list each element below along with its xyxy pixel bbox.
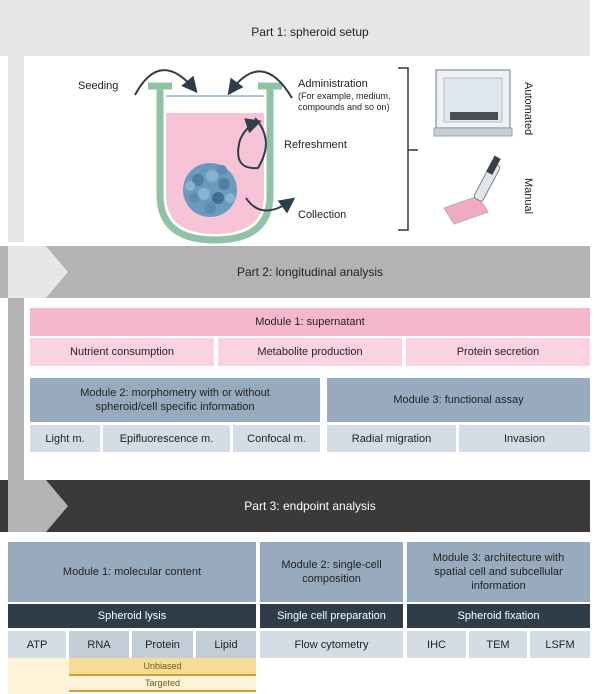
p3-targeted-band: Targeted xyxy=(69,676,256,692)
administration-label: Administration xyxy=(298,78,368,90)
p2-module2-item-confocal: Confocal m. xyxy=(233,425,320,452)
part2-left-rail xyxy=(8,298,24,480)
p3-module1-item-rna: RNA xyxy=(69,631,129,658)
p3-module3-item-ihc: IHC xyxy=(407,631,466,658)
bracket xyxy=(398,67,418,231)
p3-module3-item-lsfm: LSFM xyxy=(530,631,590,658)
p3-targeted-fill xyxy=(8,658,69,694)
p3-module1-prep: Spheroid lysis xyxy=(8,604,256,628)
part2-chevron xyxy=(8,246,68,298)
collection-arrow xyxy=(245,197,296,214)
p2-module2-item-epifluorescence: Epifluorescence m. xyxy=(103,425,230,452)
automated-device xyxy=(433,69,513,137)
p3-module2-header: Module 2: single-cell composition xyxy=(260,542,403,602)
part3-band xyxy=(0,480,590,532)
spheroid-setup-illustration xyxy=(134,67,513,244)
p2-module2-header: Module 2: morphometry with or without sp… xyxy=(30,378,320,422)
well xyxy=(156,86,274,244)
p3-module1-item-atp: ATP xyxy=(8,631,66,658)
part2-title: Part 2: longitudinal analysis xyxy=(236,265,384,279)
part1-band xyxy=(0,0,590,56)
p3-module3-header: Module 3: architecture with spatial cell… xyxy=(407,542,590,602)
refreshment-label: Refreshment xyxy=(284,139,347,151)
p2-module1-item-nutrient: Nutrient consumption xyxy=(30,338,214,366)
administration-arrow xyxy=(227,70,293,99)
p3-module1-item-protein: Protein xyxy=(132,631,193,658)
p3-unbiased-band: Unbiased xyxy=(69,658,256,676)
part3-title: Part 3: endpoint analysis xyxy=(244,499,376,513)
p2-module3-header: Module 3: functional assay xyxy=(327,378,590,422)
p2-module2-item-light: Light m. xyxy=(30,425,100,452)
part1-title: Part 1: spheroid setup xyxy=(251,25,369,39)
seeding-arrow xyxy=(134,69,198,96)
p3-module3-prep: Spheroid fixation xyxy=(407,604,590,628)
manual-label: Manual xyxy=(522,178,534,215)
automated-label: Automated xyxy=(522,82,534,136)
part2-band xyxy=(0,246,590,298)
p3-module3-item-tem: TEM xyxy=(469,631,527,658)
p2-module1-item-protein: Protein secretion xyxy=(406,338,590,366)
p2-module3-item-radial: Radial migration xyxy=(327,425,456,452)
p3-module1-item-lipid: Lipid xyxy=(196,631,256,658)
p2-module3-item-invasion: Invasion xyxy=(459,425,590,452)
p3-module2-item-flow: Flow cytometry xyxy=(260,631,403,658)
medium-top xyxy=(166,96,264,113)
part1-left-rail xyxy=(8,56,24,242)
p3-module2-prep: Single cell preparation xyxy=(260,604,403,628)
spheroid xyxy=(183,163,237,217)
refreshment-arrow xyxy=(237,117,267,170)
p2-module1-item-metabolite: Metabolite production xyxy=(218,338,402,366)
manual-pipette xyxy=(443,155,501,225)
administration-detail: (For example, medium, compounds and so o… xyxy=(298,91,391,112)
collection-label: Collection xyxy=(298,209,347,221)
p2-module1-header: Module 1: supernatant xyxy=(30,308,590,336)
p3-module1-header: Module 1: molecular content xyxy=(8,542,256,602)
seeding-label: Seeding xyxy=(78,80,119,92)
part3-chevron xyxy=(8,480,68,532)
